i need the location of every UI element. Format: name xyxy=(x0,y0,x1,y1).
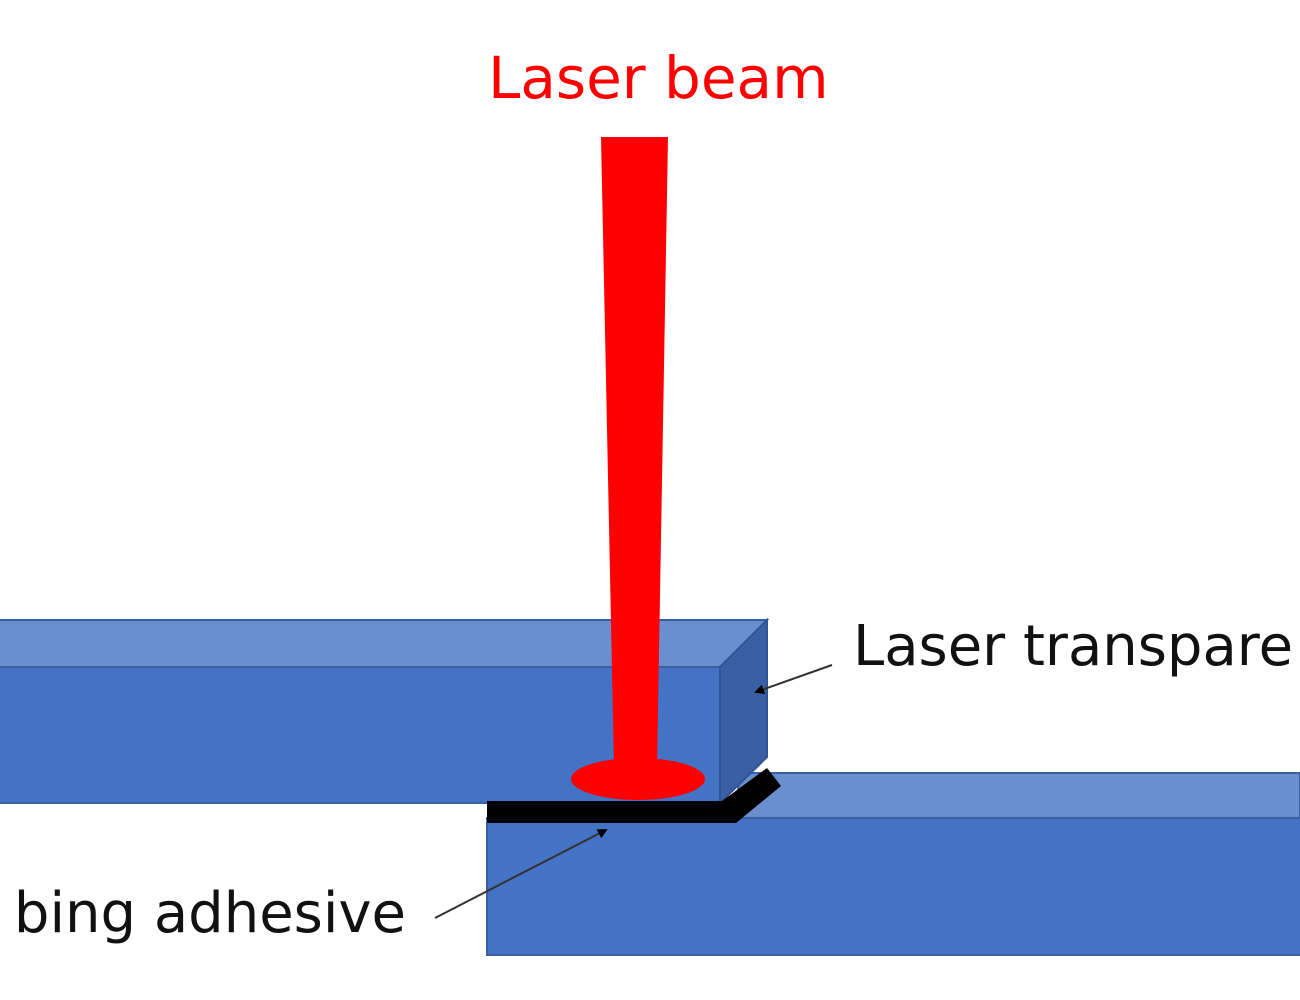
laser-beam xyxy=(571,137,705,800)
adhesive-label: bing adhesive xyxy=(14,881,406,946)
laser-beam-label: Laser beam xyxy=(488,44,829,112)
adhesive-arrow xyxy=(434,829,608,919)
transparent-part-arrow xyxy=(754,664,833,695)
lower-plate xyxy=(486,772,1300,956)
adhesive-layer xyxy=(487,768,781,823)
transparent-part-label: Laser transpare xyxy=(853,614,1293,679)
